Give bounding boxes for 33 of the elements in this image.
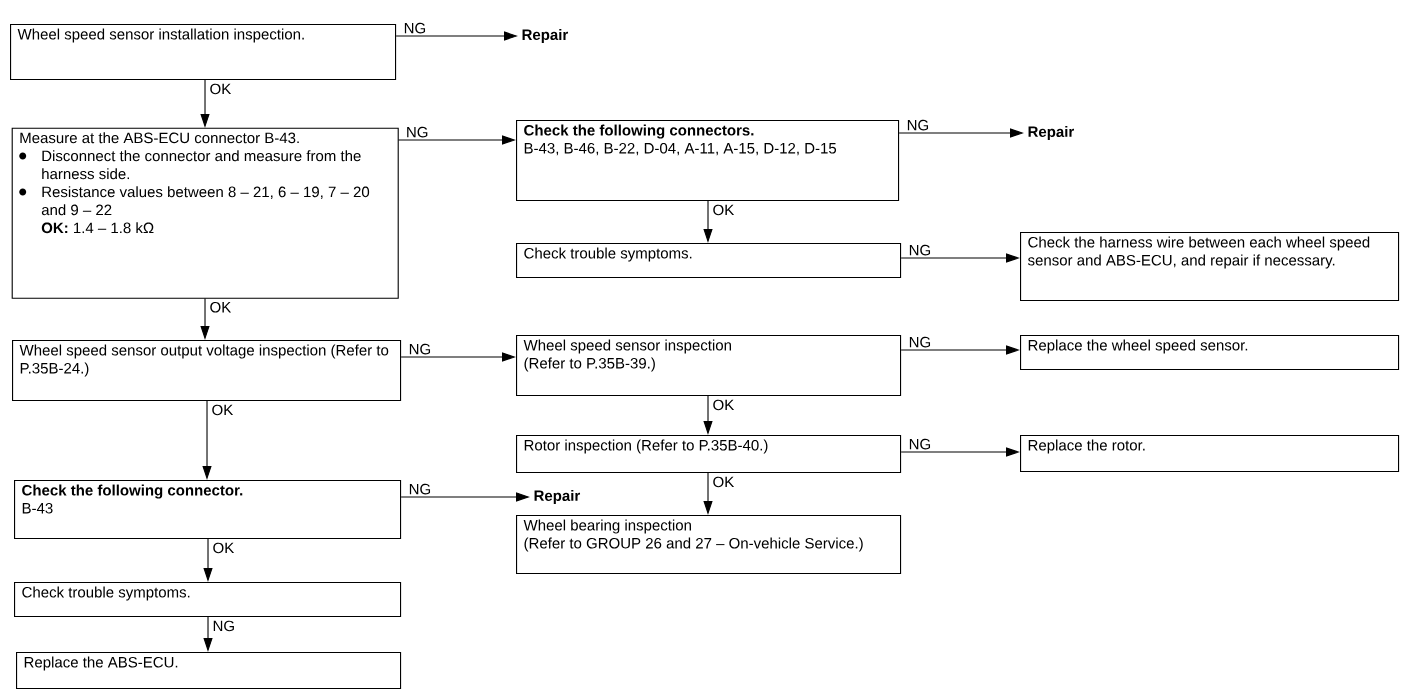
process-box: Rotor inspection (Refer to P.35B-40.)	[516, 435, 902, 474]
process-box: Wheel speed sensor installation inspection.	[10, 24, 397, 81]
edge-label: OK	[711, 398, 736, 412]
result-text: Repair	[522, 29, 568, 43]
edge-label: NG	[907, 243, 933, 257]
result-text: Repair	[534, 490, 580, 504]
process-box: Check trouble symptoms.	[516, 243, 902, 279]
process-box: Replace the wheel speed sensor.	[1020, 335, 1400, 371]
edge-label: OK	[208, 300, 233, 314]
process-box: Wheel bearing inspection (Refer to GROUP 26 and 27 – On-vehicle Service.)	[516, 515, 902, 575]
edge-label: NG	[907, 437, 933, 451]
process-box: Replace the ABS-ECU.	[16, 652, 402, 690]
edge-label: NG	[402, 21, 428, 35]
edge-label: OK	[210, 403, 235, 417]
process-box: Wheel speed sensor output voltage inspection (Refer to P.35B-24.)	[12, 340, 402, 402]
edge-label: NG	[211, 619, 237, 633]
edge-label: OK	[711, 203, 736, 217]
edge-label: OK	[208, 82, 233, 96]
edge-label: NG	[407, 342, 433, 356]
edge-label: NG	[404, 125, 430, 139]
process-box: Check trouble symptoms.	[14, 582, 402, 618]
process-box: Check the following connector. B-43	[14, 480, 402, 540]
process-box: Check the following connectors. B-43, B-46, B-22, D-04, A-11, A-15, D-12, D-15	[516, 120, 900, 202]
process-box: Measure at the ABS-ECU connector B-43. Disconnect the connector and measure from the harness side. Resistance values between 8 – 21, 6 – 19, 7 – 20 and 9 – 22 OK: 1.4 – 1.8 kΩ	[11, 127, 399, 299]
edge-label: OK	[711, 475, 736, 489]
edge-label: NG	[905, 118, 931, 132]
result-text: Repair	[1028, 126, 1074, 140]
edge-label: NG	[907, 335, 933, 349]
edge-label: OK	[211, 541, 236, 555]
process-box: Check the harness wire between each wheel speed sensor and ABS-ECU, and repair if necessary.	[1020, 232, 1400, 302]
process-box: Replace the rotor.	[1020, 435, 1400, 473]
process-box: Wheel speed sensor inspection (Refer to P.35B-39.)	[516, 335, 902, 397]
edge-label: NG	[407, 482, 433, 496]
